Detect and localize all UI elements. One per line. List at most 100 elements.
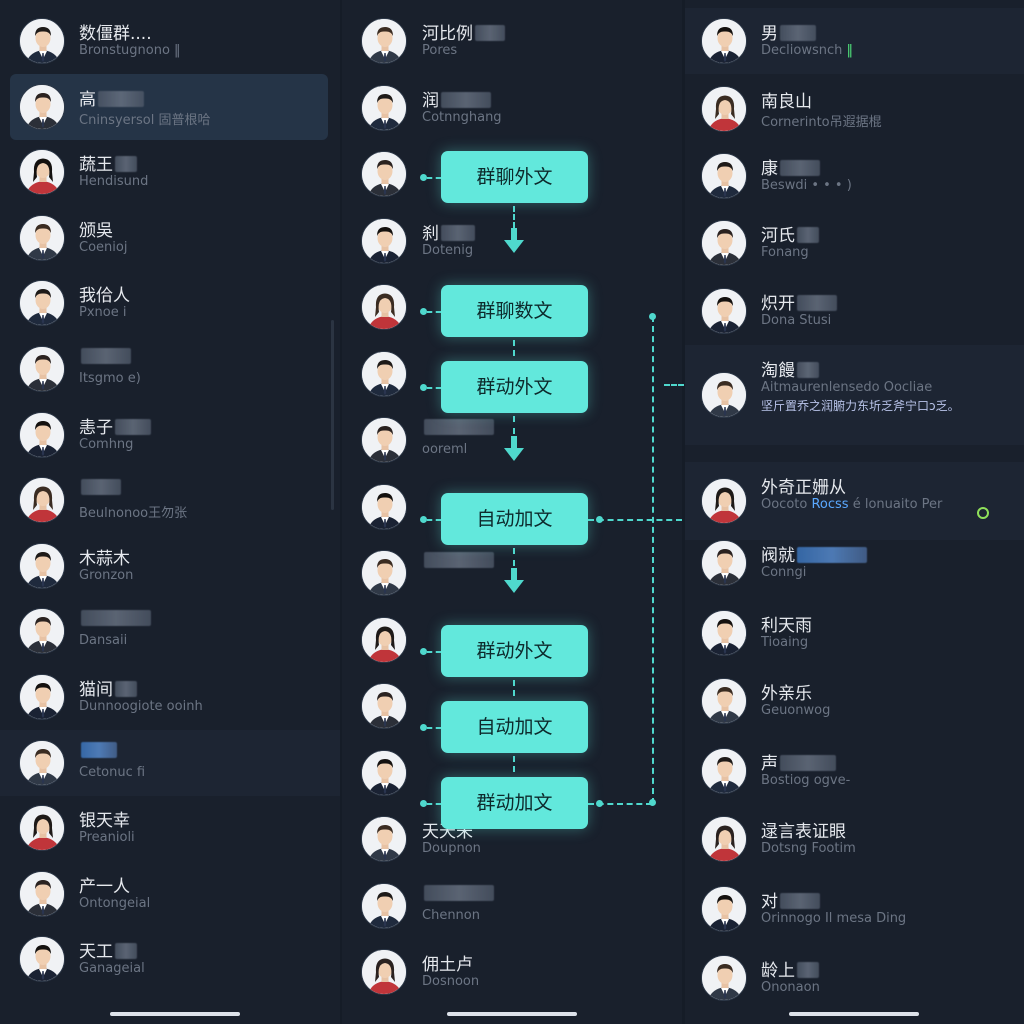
connector-line [664,384,684,386]
contact-subtitle: Tioaing [761,635,808,650]
contact-row[interactable] [342,607,682,673]
redacted-name [81,610,151,627]
flow-node[interactable]: 群动加文 [441,777,588,829]
contact-row[interactable] [342,474,682,540]
contact-subtitle: Dona Stusi [761,313,831,328]
contact-subtitle-text: Conngi [761,565,807,580]
contact-name: 阀就 [761,541,867,566]
arrow-down-icon [504,228,524,253]
contact-subtitle: Cninsyersol 固普根哈 [79,109,210,128]
connector-line [427,651,441,653]
contact-row[interactable]: Beulnonoo王勿张 [0,467,340,533]
contact-row[interactable]: Dansaii [0,598,340,664]
contact-name-text: 产一人 [79,876,130,897]
contact-name: 润 [422,86,491,111]
contact-name-text: 蔬王 [79,155,113,176]
connector-line [513,206,515,228]
contact-name-text: 颁吳 [79,220,113,241]
contact-subtitle-text: Hendisund [79,174,149,190]
contact-name-text: 猫间 [79,680,113,700]
flow-node[interactable]: 自动加文 [441,493,588,545]
contact-row[interactable]: ooreml [342,407,682,473]
contact-subtitle-text: Chennon [422,907,480,923]
contact-row[interactable] [342,673,682,739]
home-indicator[interactable] [110,1012,240,1016]
flow-node[interactable]: 群聊数文 [441,285,588,337]
contact-subtitle: Cotnnghang [422,110,502,125]
subtitle-marker: ‖ [842,43,854,58]
contact-row[interactable]: Cetonuc fi [0,729,340,796]
avatar [361,417,407,463]
contact-name: 淘饅 [761,356,819,381]
flow-node[interactable]: 群动外文 [441,625,588,677]
home-indicator[interactable] [789,1012,919,1016]
flow-node[interactable]: 自动加文 [441,701,588,753]
contact-row[interactable] [342,141,682,207]
contact-subtitle-text: Cornerinto吊遐据棍 [761,115,882,130]
connector-dot [420,724,427,731]
contact-name: 佣土卢 [422,950,473,975]
contact-name-text: 男 [761,24,778,44]
contact-row[interactable] [342,274,682,340]
connector-line [652,316,654,804]
contact-name: 河比例 [422,19,505,44]
flow-node[interactable]: 群聊外文 [441,151,588,203]
contact-subtitle-text: Aitmaurenlensedo Oocliae [761,380,933,395]
connector-line [588,519,682,521]
connector-dot [649,799,656,806]
contact-subtitle: Dosnoon [422,974,479,989]
connector-dot [649,313,656,320]
contact-name-text: 对 [761,892,778,912]
contact-name: 康 [761,154,820,179]
contact-name: 恚子 [79,413,151,438]
home-indicator[interactable] [447,1012,577,1016]
contact-row[interactable]: Itsgmo e) [0,336,340,402]
scrollbar[interactable] [331,320,334,510]
contact-subtitle: Dotsng Footim [761,841,856,856]
contact-subtitle: Preanioli [79,830,135,845]
contact-row[interactable] [342,540,682,606]
redacted-name [797,547,867,563]
connector-dot [420,174,427,181]
connector-dot [596,800,603,807]
flow-node[interactable]: 群动外文 [441,361,588,413]
contact-row[interactable]: 数僵群....Bronstugnono ‖ [0,8,340,74]
redacted-name [797,295,837,311]
contact-subtitle: Dansaii [79,633,127,648]
contact-subtitle: Conngi [761,565,806,580]
contact-row[interactable] [342,740,682,806]
contact-row[interactable]: Chennon [342,873,682,939]
contact-row[interactable] [342,341,682,407]
